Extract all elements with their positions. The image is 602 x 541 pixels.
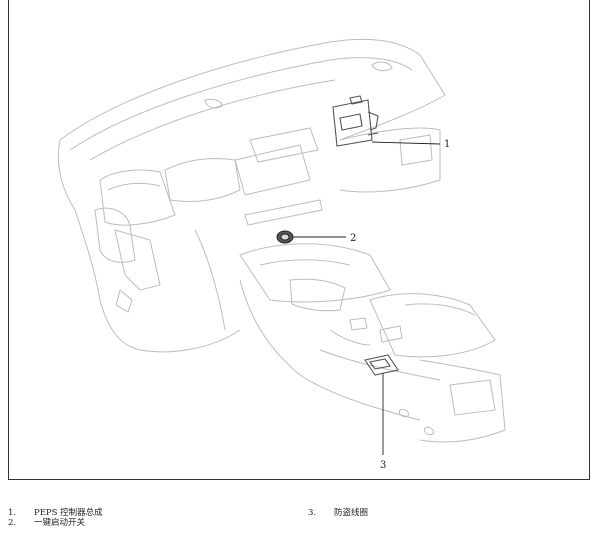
legend-item-3: 3. 防盗线圈: [308, 508, 368, 518]
legend-number: 1.: [8, 508, 17, 518]
legend-number: 2.: [8, 518, 17, 528]
start-switch-shape: [276, 230, 294, 244]
legend-label: 防盗线圈: [334, 508, 369, 518]
legend-item-1: 1. PEPS 控制器总成: [8, 508, 103, 518]
callout-1: 1: [444, 139, 450, 150]
legend-item-2: 2. 一键启动开关: [8, 518, 85, 528]
legend-label: PEPS 控制器总成: [34, 508, 103, 518]
callout-2: 2: [350, 233, 356, 244]
peps-controller-shape: [332, 95, 379, 147]
callout-3: 3: [380, 460, 386, 471]
leader-line-1: [371, 141, 441, 145]
antitheft-coil-shape: [364, 354, 399, 376]
figure-frame: [8, 0, 590, 480]
legend-label: 一键启动开关: [34, 518, 86, 528]
vehicle-interior-diagram: 1 2 3: [57, 38, 506, 471]
legend-number: 3.: [308, 508, 317, 518]
center-console-outline: [239, 243, 506, 443]
dashboard-outline: [57, 38, 446, 353]
